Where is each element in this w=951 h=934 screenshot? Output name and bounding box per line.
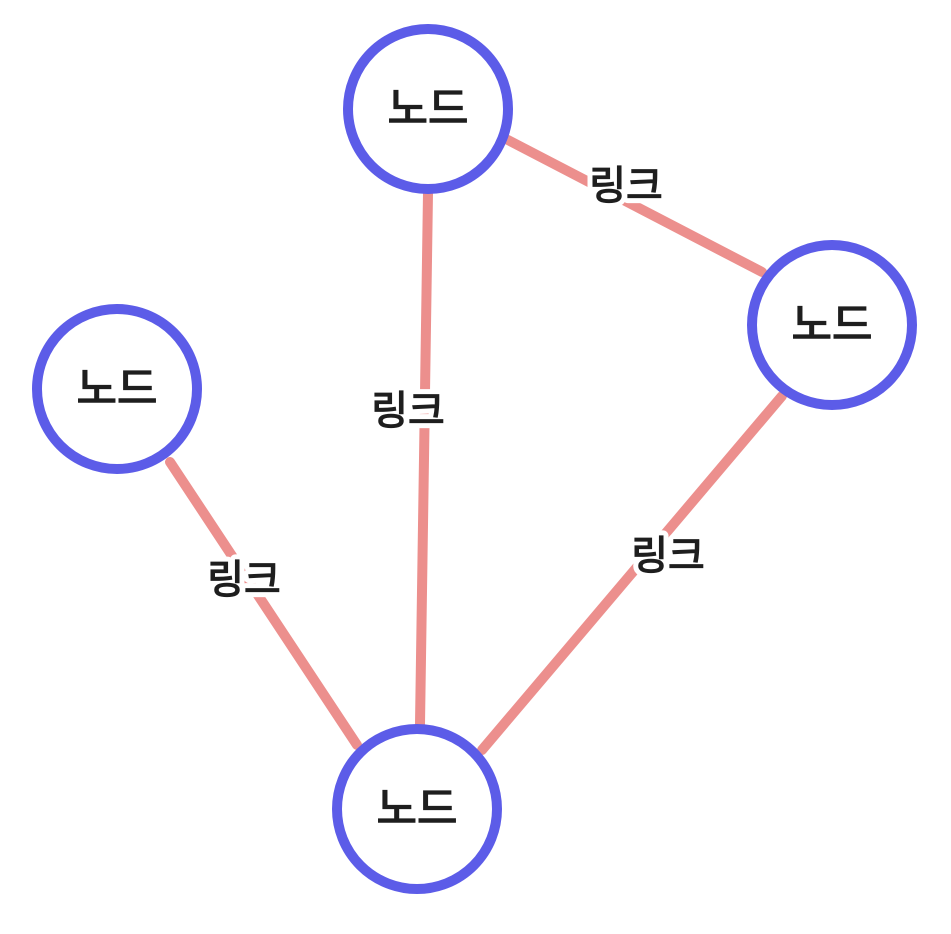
nodes-layer: 노드 노드 노드 노드 — [32, 24, 917, 894]
node-top-label: 노드 — [388, 84, 469, 135]
node-left-circle[interactable] — [32, 304, 202, 474]
link-right-bottom — [477, 391, 787, 755]
node-left-label: 노드 — [77, 364, 158, 415]
link-label-left-bottom: 링크 — [207, 557, 281, 603]
node-top[interactable]: 노드 — [343, 24, 513, 194]
link-labels-layer: 링크 링크 링크 링크 — [202, 158, 710, 608]
node-right-circle[interactable] — [747, 240, 917, 410]
node-top-circle[interactable] — [343, 24, 513, 194]
node-right[interactable]: 노드 — [747, 240, 917, 410]
link-top-bottom — [415, 188, 433, 729]
node-bottom-circle[interactable] — [332, 724, 502, 894]
link-label-top-bottom: 링크 — [371, 388, 445, 434]
node-left[interactable]: 노드 — [32, 304, 202, 474]
link-left-bottom — [165, 457, 362, 750]
node-bottom[interactable]: 노드 — [332, 724, 502, 894]
node-bottom-label: 노드 — [377, 784, 458, 835]
link-label-top-right: 링크 — [589, 163, 663, 209]
links-layer — [165, 135, 787, 755]
node-right-label: 노드 — [792, 300, 873, 351]
link-top-right — [503, 135, 767, 277]
link-label-right-bottom: 링크 — [631, 533, 705, 579]
